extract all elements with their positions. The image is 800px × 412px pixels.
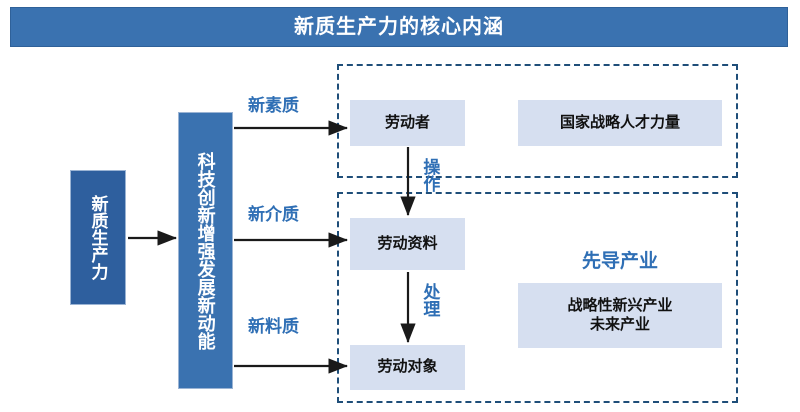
- arrow-label-operate: 操作: [420, 158, 440, 192]
- box-industry-list-text: 战略性新兴产业 未来产业: [567, 297, 672, 335]
- box-object-of-labor[interactable]: 劳动对象: [350, 345, 465, 390]
- page-title-banner: 新质生产力的核心内涵: [10, 7, 788, 47]
- pillar-driver-label: 科技创新增强发展新动能: [195, 151, 216, 350]
- box-industry-line-1: 战略性新兴产业: [567, 296, 673, 314]
- box-means-of-labor[interactable]: 劳动资料: [350, 218, 465, 270]
- arrow-label-new-quality: 新素质: [248, 96, 299, 115]
- box-national-talent-label: 国家战略人才力量: [559, 113, 680, 131]
- box-worker[interactable]: 劳动者: [350, 100, 465, 146]
- box-means-of-labor-label: 劳动资料: [377, 234, 438, 252]
- group-lower-dashed-region: [337, 192, 738, 403]
- pillar-driver-concept[interactable]: 科技创新增强发展新动能: [178, 112, 233, 389]
- page-title: 新质生产力的核心内涵: [294, 16, 504, 38]
- box-national-talent[interactable]: 国家战略人才力量: [518, 100, 722, 146]
- arrow-label-process: 处理: [420, 283, 440, 317]
- pillar-core-concept[interactable]: 新质生产力: [70, 170, 126, 305]
- box-object-of-labor-label: 劳动对象: [377, 358, 438, 376]
- box-industry-line-2: 未来产业: [589, 315, 650, 333]
- heading-pioneer-industry: 先导产业: [581, 251, 658, 272]
- box-worker-label: 劳动者: [384, 113, 430, 131]
- arrow-label-new-material: 新料质: [248, 317, 299, 336]
- box-industry-list[interactable]: 战略性新兴产业 未来产业: [518, 283, 722, 348]
- arrow-label-new-medium: 新介质: [248, 205, 299, 224]
- pillar-core-label: 新质生产力: [88, 195, 108, 280]
